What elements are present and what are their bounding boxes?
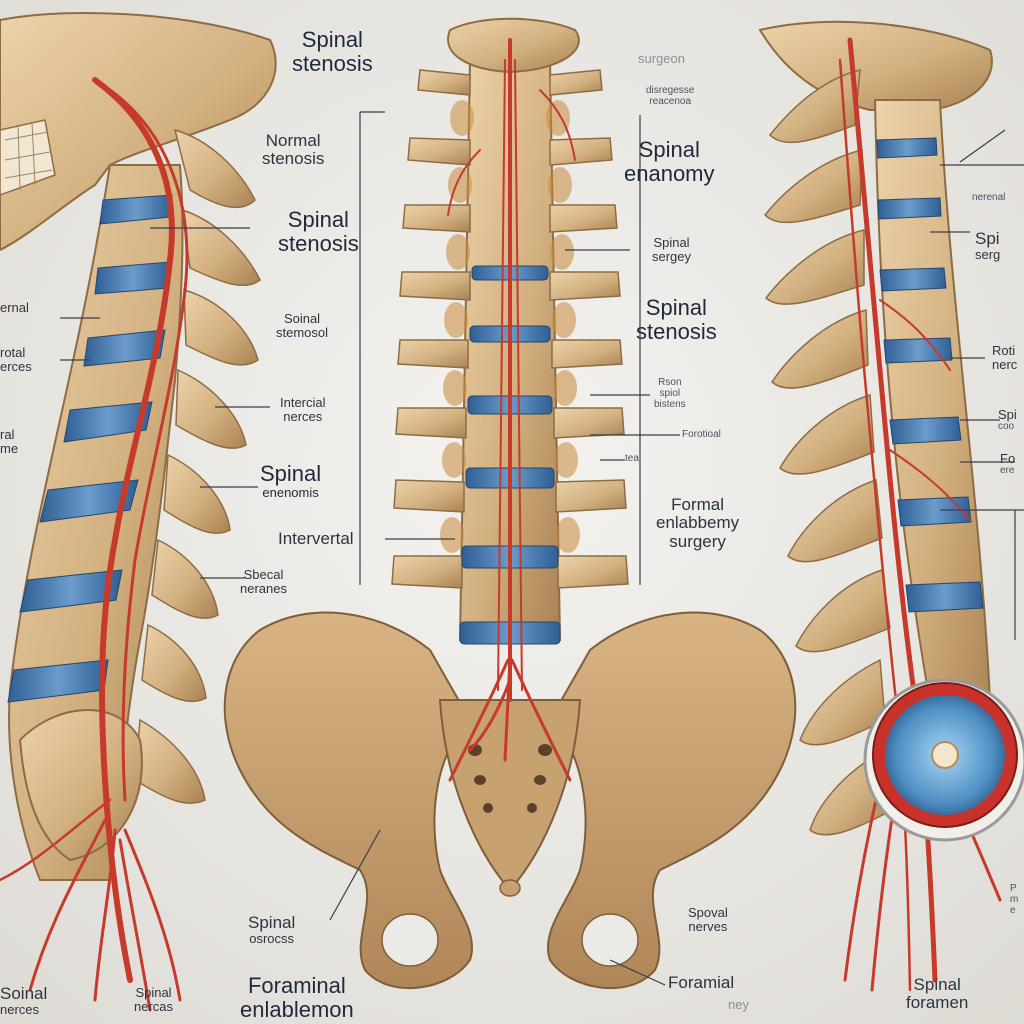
right-processes: [763, 69, 893, 836]
label-left-ernal: ernal: [0, 300, 29, 315]
left-ilium: [223, 611, 473, 990]
right-ilium: [547, 611, 797, 990]
right-lateral-spine: [758, 20, 1024, 992]
right-skull-base: [758, 20, 993, 111]
right-discs: [876, 137, 984, 613]
label-ney-faint: ney: [728, 997, 749, 1012]
label-right-nerenal: nerenal: [972, 192, 1006, 203]
coccyx: [499, 879, 521, 897]
left-nerves: [0, 77, 189, 1012]
teeth-lines: [4, 121, 53, 191]
leader-lines: [60, 111, 1024, 986]
atlas: [447, 17, 580, 74]
spinous-processes: [134, 128, 261, 804]
intervertebral-discs: [7, 194, 173, 703]
center-posterior-spine: [223, 17, 797, 990]
nucleus-pulposus: [931, 741, 959, 769]
label-surgeon: surgeon: [638, 51, 685, 66]
facet-joints: [440, 100, 580, 553]
label-foramial: Foramial: [668, 973, 735, 992]
sacrum-lateral: [18, 709, 143, 862]
label-tiny-teal: teal: [625, 453, 642, 464]
transverse-processes: [391, 69, 629, 589]
label-forotioal: Forotioal: [682, 429, 721, 440]
label-intervertal: Intervertal: [278, 529, 354, 548]
center-nerves: [447, 38, 576, 782]
left-obturator: [381, 913, 439, 967]
right-obturator: [581, 913, 639, 967]
left-lateral-spine: [0, 11, 277, 1012]
skull: [0, 11, 277, 252]
